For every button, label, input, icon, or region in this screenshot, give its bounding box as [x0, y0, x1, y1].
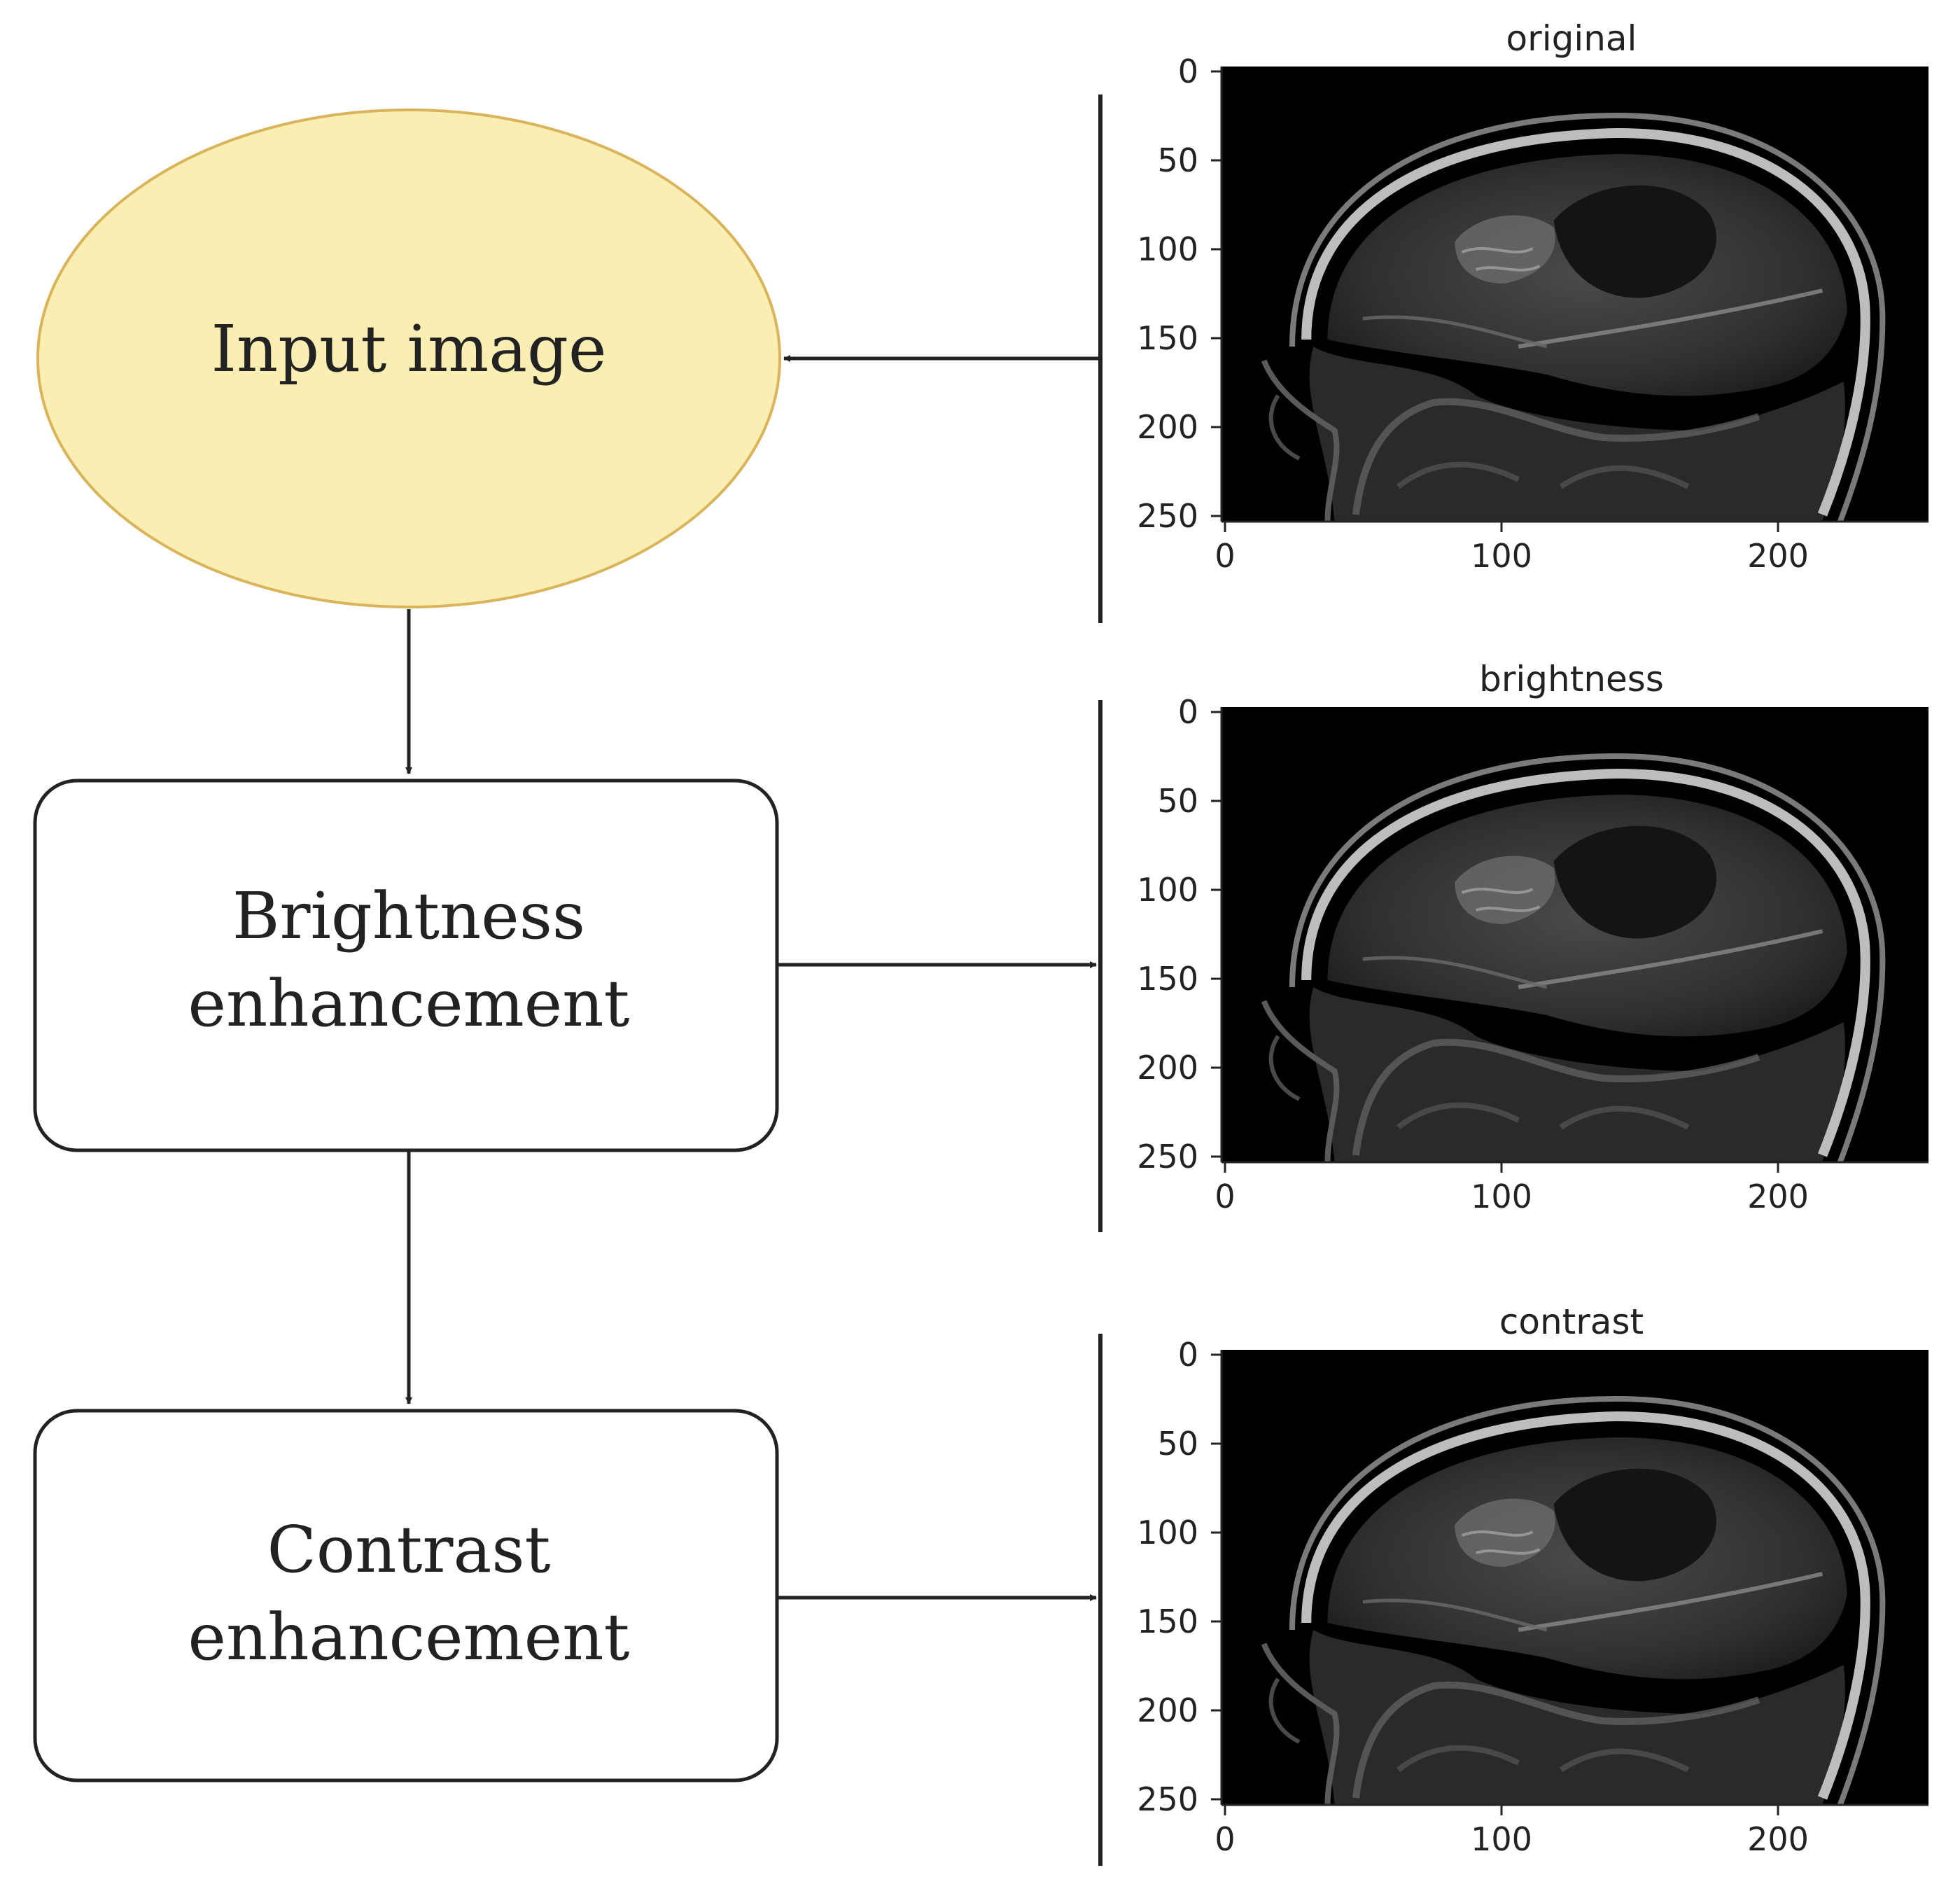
panel-contrast-y-axis: 0 50 100 150 200 250: [1137, 1336, 1223, 1818]
panel-brightness-xtick-200: 200: [1747, 1162, 1809, 1215]
svg-text:250: 250: [1137, 497, 1198, 535]
svg-text:0: 0: [1178, 53, 1198, 90]
panel-original-ytick-0: 0: [1178, 53, 1222, 90]
panel-contrast-ytick-100: 100: [1137, 1514, 1222, 1551]
svg-text:0: 0: [1214, 1820, 1235, 1858]
contrast-enhancement-label-line2: enhancement: [188, 1600, 630, 1675]
panel-original-ytick-200: 200: [1137, 408, 1222, 446]
brightness-enhancement-node: Brightness enhancement: [33, 779, 779, 1152]
svg-text:150: 150: [1137, 319, 1198, 357]
svg-text:200: 200: [1137, 1691, 1198, 1729]
panel-contrast-title: contrast: [1499, 1302, 1644, 1342]
panel-original-x-axis: 0 100 200: [1214, 520, 1928, 575]
panel-original-ytick-100: 100: [1137, 230, 1222, 268]
panel-original-xtick-0: 0: [1214, 522, 1236, 575]
brightness-enhancement-box: [33, 779, 779, 1152]
panel-contrast-ytick-250: 250: [1137, 1780, 1222, 1818]
panel-brightness-title: brightness: [1479, 659, 1664, 699]
panel-brightness-ytick-50: 50: [1157, 782, 1222, 820]
panel-contrast-xtick-100: 100: [1471, 1805, 1532, 1858]
panel-original-ytick-150: 150: [1137, 319, 1222, 357]
svg-text:0: 0: [1214, 537, 1235, 575]
input-image-ellipse: [36, 109, 781, 608]
panel-original: original 0 50 100 150 200 250 0 100 200: [1137, 18, 1928, 575]
panel-contrast-ytick-50: 50: [1157, 1425, 1222, 1463]
svg-text:150: 150: [1137, 1603, 1198, 1640]
panel-brightness-ytick-150: 150: [1137, 960, 1222, 998]
svg-text:100: 100: [1137, 871, 1198, 909]
contrast-enhancement-label-line1: Contrast: [267, 1512, 550, 1587]
panel-original-title: original: [1506, 18, 1637, 59]
svg-text:150: 150: [1137, 960, 1198, 998]
svg-text:0: 0: [1178, 693, 1198, 731]
svg-text:250: 250: [1137, 1138, 1198, 1175]
mri-image-original: [1222, 67, 1928, 522]
panel-brightness-ytick-100: 100: [1137, 871, 1222, 909]
svg-text:100: 100: [1471, 1178, 1532, 1215]
mri-image-contrast: [1222, 1350, 1928, 1805]
svg-text:0: 0: [1178, 1336, 1198, 1374]
svg-text:0: 0: [1214, 1178, 1235, 1215]
svg-text:200: 200: [1747, 537, 1809, 575]
panel-original-y-axis: 0 50 100 150 200 250: [1137, 53, 1223, 535]
mri-image-brightness: [1222, 707, 1928, 1162]
panel-contrast-ytick-0: 0: [1178, 1336, 1222, 1374]
panel-contrast: contrast 0 50 100 150 200 250 0 100 200: [1137, 1302, 1928, 1858]
panel-original-ytick-250: 250: [1137, 497, 1222, 535]
panel-original-xtick-200: 200: [1747, 522, 1809, 575]
panel-brightness-y-axis: 0 50 100 150 200 250: [1137, 693, 1223, 1175]
panel-brightness-ytick-0: 0: [1178, 693, 1222, 731]
svg-text:50: 50: [1157, 141, 1198, 179]
contrast-enhancement-node: Contrast enhancement: [33, 1409, 779, 1782]
panel-contrast-ytick-150: 150: [1137, 1603, 1222, 1640]
input-image-label: Input image: [211, 312, 607, 386]
panel-brightness-xtick-100: 100: [1471, 1162, 1532, 1215]
panel-brightness: brightness 0 50 100 150 200 250 0 100 20…: [1137, 659, 1928, 1215]
svg-text:250: 250: [1137, 1780, 1198, 1818]
svg-text:200: 200: [1137, 1049, 1198, 1087]
input-image-node: Input image: [36, 109, 781, 608]
panel-brightness-ytick-250: 250: [1137, 1138, 1222, 1175]
panel-original-ytick-50: 50: [1157, 141, 1222, 179]
svg-text:100: 100: [1137, 1514, 1198, 1551]
panel-contrast-ytick-200: 200: [1137, 1691, 1222, 1729]
svg-text:200: 200: [1747, 1178, 1809, 1215]
panel-original-xtick-100: 100: [1471, 522, 1532, 575]
panel-brightness-x-axis: 0 100 200: [1214, 1161, 1928, 1215]
panel-brightness-xtick-0: 0: [1214, 1162, 1236, 1215]
svg-text:100: 100: [1137, 230, 1198, 268]
svg-text:50: 50: [1157, 1425, 1198, 1463]
svg-text:100: 100: [1471, 537, 1532, 575]
svg-text:100: 100: [1471, 1820, 1532, 1858]
panel-contrast-x-axis: 0 100 200: [1214, 1803, 1928, 1858]
brightness-enhancement-label-line2: enhancement: [188, 966, 630, 1041]
svg-text:200: 200: [1137, 408, 1198, 446]
brightness-enhancement-label-line1: Brightness: [232, 879, 585, 954]
svg-text:50: 50: [1157, 782, 1198, 820]
panel-contrast-xtick-200: 200: [1747, 1805, 1809, 1858]
panel-brightness-ytick-200: 200: [1137, 1049, 1222, 1087]
contrast-enhancement-box: [33, 1409, 779, 1782]
svg-text:200: 200: [1747, 1820, 1809, 1858]
panel-contrast-xtick-0: 0: [1214, 1805, 1236, 1858]
